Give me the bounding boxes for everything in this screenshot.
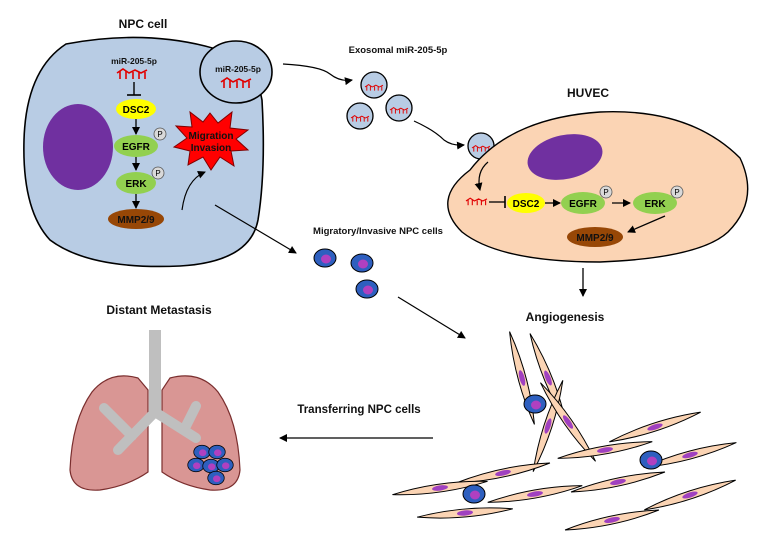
npc-nucleus bbox=[43, 104, 113, 190]
svg-text:Invasion: Invasion bbox=[191, 143, 232, 154]
svg-text:DSC2: DSC2 bbox=[123, 105, 150, 116]
npc-erk-node: ERK bbox=[116, 172, 156, 194]
svg-text:DSC2: DSC2 bbox=[513, 199, 540, 210]
phospho-badge: P bbox=[599, 185, 613, 199]
npc-mmp-node: MMP2/9 bbox=[108, 209, 164, 229]
svg-text:MMP2/9: MMP2/9 bbox=[576, 233, 614, 244]
npc-mir-label: miR-205-5p bbox=[111, 56, 157, 66]
exosome-mir-label: miR-205-5p bbox=[215, 64, 261, 74]
npc-egfr-node: EGFR bbox=[114, 135, 158, 157]
svg-text:ERK: ERK bbox=[644, 199, 666, 210]
npc-cell-circulating bbox=[350, 253, 374, 273]
npc-dsc2-node: DSC2 bbox=[116, 99, 156, 119]
huvec-title: HUVEC bbox=[567, 86, 609, 100]
left-lung bbox=[69, 375, 149, 491]
svg-text:P: P bbox=[155, 169, 160, 178]
migratory-label: Migratory/Invasive NPC cells bbox=[313, 226, 443, 237]
svg-text:EGFR: EGFR bbox=[122, 142, 151, 153]
exosomal-label: Exosomal miR-205-5p bbox=[349, 45, 448, 56]
bronchi bbox=[99, 401, 201, 455]
exosome bbox=[385, 94, 413, 122]
svg-text:P: P bbox=[603, 188, 608, 197]
huvec-cell bbox=[447, 111, 749, 263]
huvec-dsc2-node: DSC2 bbox=[507, 193, 545, 213]
phospho-badge: P bbox=[151, 166, 165, 180]
npc-cell-circulating bbox=[313, 248, 337, 268]
phospho-badge: P bbox=[153, 127, 167, 141]
distant-metastasis-title: Distant Metastasis bbox=[106, 303, 212, 317]
transferring-label: Transferring NPC cells bbox=[297, 404, 420, 416]
exosome bbox=[360, 71, 388, 99]
right-lung bbox=[161, 375, 241, 491]
extravasating-npc-cell bbox=[523, 394, 547, 414]
extravasating-npc-cell bbox=[639, 450, 663, 470]
huvec-egfr-node: EGFR bbox=[561, 192, 605, 214]
huvec-nucleus bbox=[527, 134, 603, 180]
migration-invasion-burst: Migration Invasion bbox=[172, 110, 250, 171]
svg-text:Migration: Migration bbox=[189, 131, 234, 142]
svg-text:P: P bbox=[157, 130, 162, 139]
svg-text:P: P bbox=[674, 188, 679, 197]
trachea bbox=[149, 330, 161, 418]
svg-text:MMP2/9: MMP2/9 bbox=[117, 215, 155, 226]
phospho-badge: P bbox=[670, 185, 684, 199]
extravasating-npc-cell bbox=[462, 484, 486, 504]
angiogenesis-label: Angiogenesis bbox=[526, 310, 605, 324]
vessel-network bbox=[391, 330, 738, 535]
npc-cell-circulating bbox=[355, 279, 379, 299]
npc-cell-title: NPC cell bbox=[119, 17, 168, 31]
huvec-erk-node: ERK bbox=[633, 192, 677, 214]
svg-text:ERK: ERK bbox=[125, 179, 147, 190]
huvec-mmp-node: MMP2/9 bbox=[567, 227, 623, 247]
exosome bbox=[346, 102, 374, 130]
svg-text:EGFR: EGFR bbox=[569, 199, 598, 210]
budding-exosome bbox=[199, 40, 273, 104]
